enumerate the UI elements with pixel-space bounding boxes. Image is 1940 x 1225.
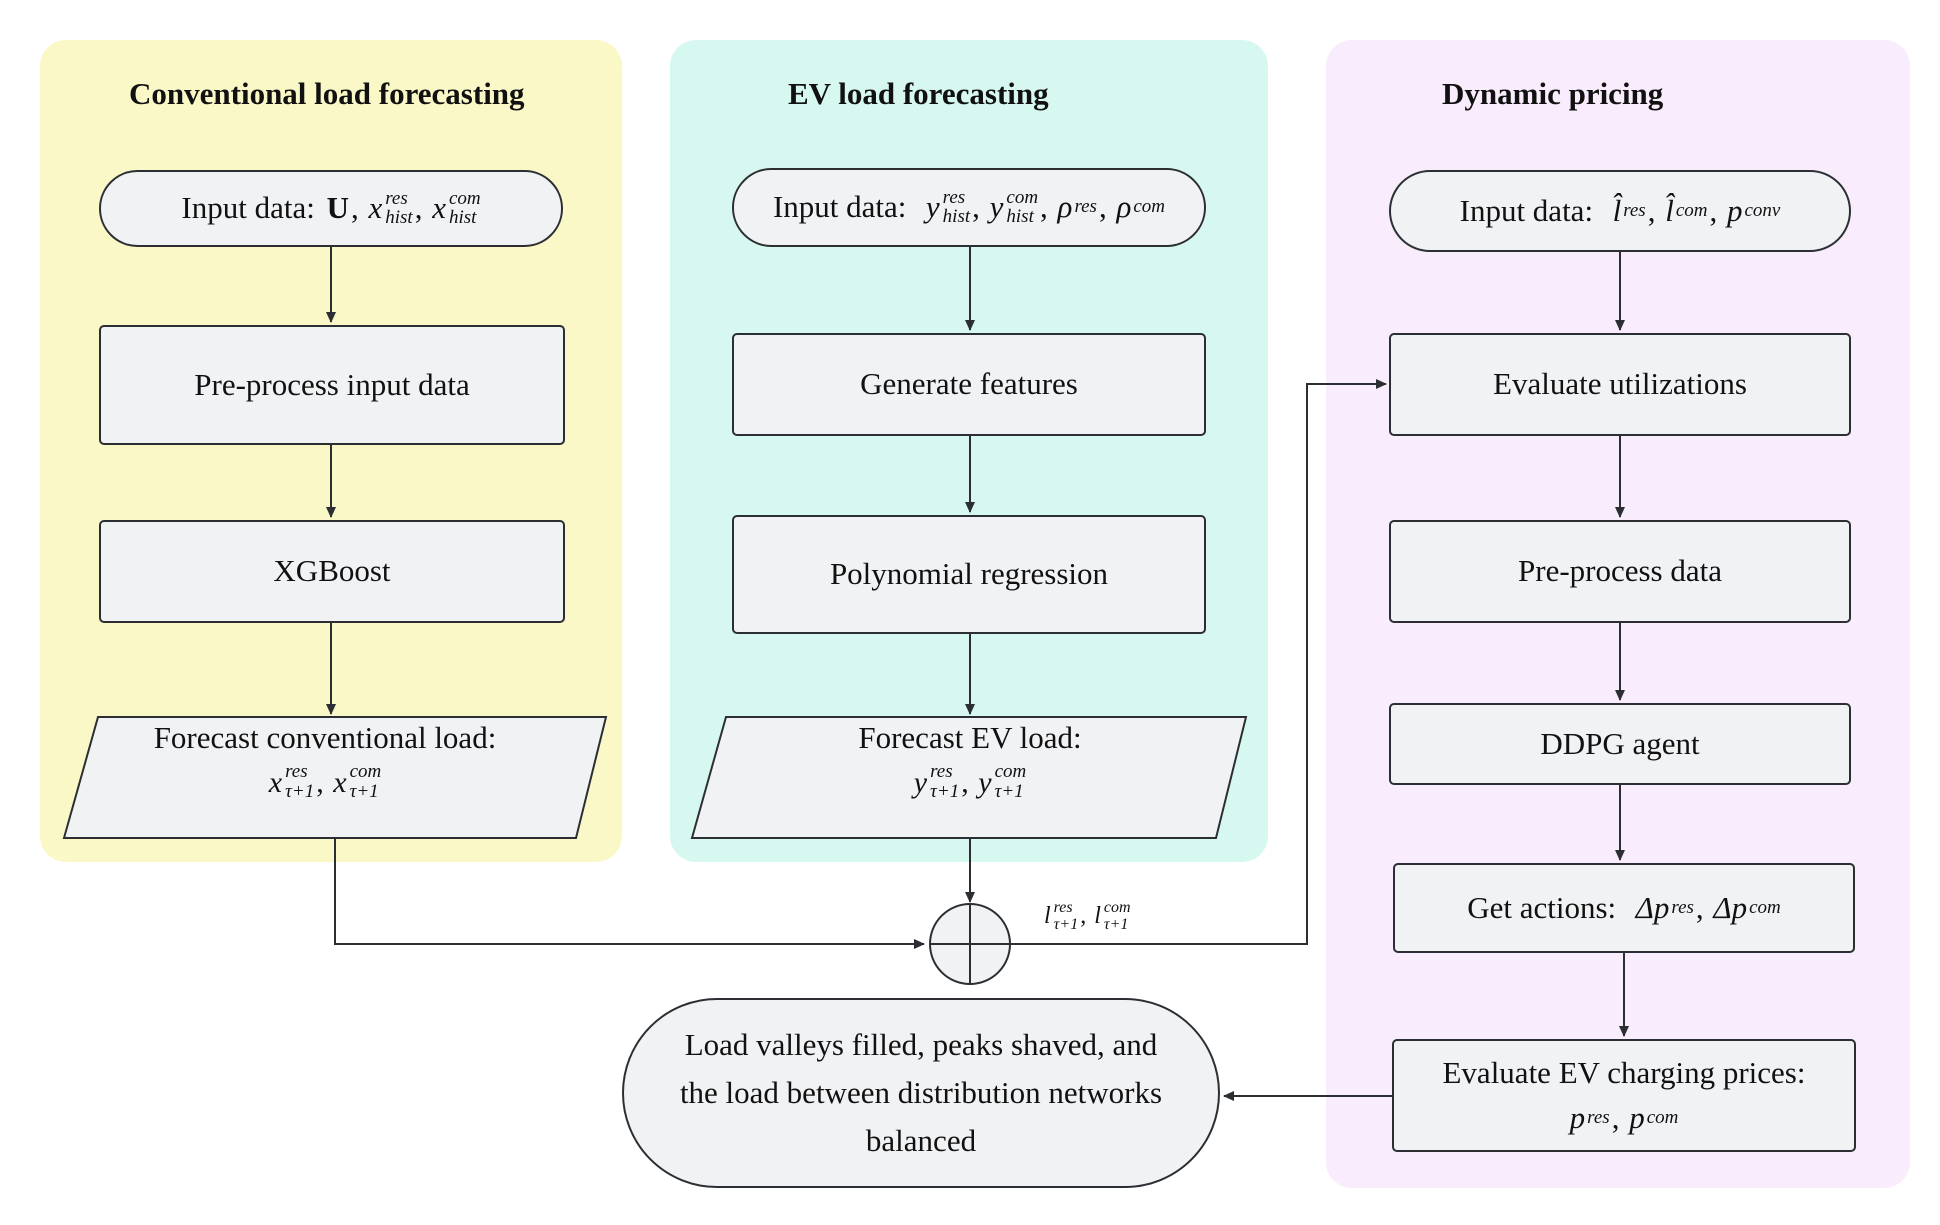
ev-forecast-shape <box>690 716 1248 839</box>
ev-forecast-sup-com: com <box>994 761 1027 783</box>
ev-forecast-y-res: y <box>913 765 928 799</box>
conv-forecast-label: Forecast conventional load: <box>153 720 497 755</box>
ev-input-sub-res: hist <box>942 206 971 228</box>
dyn-preprocess-box: Pre-process data <box>1389 520 1851 623</box>
actions-label: Get actions: <box>1467 889 1617 925</box>
conv-forecast-sub-com: τ+1 <box>349 781 379 803</box>
actions-delta-res: Δp <box>1635 889 1670 925</box>
conv-input-u: U <box>326 190 349 226</box>
dyn-input-l-res: l̂ <box>1612 192 1622 228</box>
arrow-conv-forecast-to-sum <box>334 838 925 949</box>
conv-preprocess-box: Pre-process input data <box>99 325 565 445</box>
prices-label: Evaluate EV charging prices: <box>1442 1054 1806 1090</box>
ev-forecast-y-com: y <box>978 765 992 799</box>
arrow-sum-to-utilizations <box>1010 379 1387 945</box>
sum-sub-res: τ+1 <box>1053 915 1079 933</box>
prices-p-res: p <box>1569 1099 1586 1135</box>
ev-input-sup-com: com <box>1006 186 1039 208</box>
conv-input-x-res: x <box>368 190 383 226</box>
evaluate-utilizations-box: Evaluate utilizations <box>1389 333 1851 436</box>
ev-input-y-com: y <box>989 189 1004 225</box>
final-line-3: balanced <box>865 1123 977 1159</box>
conv-forecast-shape <box>62 716 608 839</box>
sum-sub-com: τ+1 <box>1103 915 1129 933</box>
conv-input-sup-res: res <box>385 187 408 209</box>
sum-sup-com: com <box>1103 899 1131 916</box>
dyn-input-p-conv: p <box>1727 192 1743 228</box>
generate-features-box: Generate features <box>732 333 1206 436</box>
ev-input-sub-com: hist <box>1006 206 1034 228</box>
conv-forecast-x-res: x <box>268 765 283 799</box>
ev-forecast-sub-com: τ+1 <box>994 781 1024 803</box>
sum-l-com: l <box>1094 903 1101 930</box>
conv-forecast-sup-res: res <box>285 761 308 783</box>
ev-input-y-res: y <box>925 189 940 225</box>
conv-forecast-sup-com: com <box>349 761 382 783</box>
final-outcome-box: Load valleys filled, peaks shaved, and t… <box>622 998 1220 1188</box>
conv-input-label: Input data: <box>181 190 315 226</box>
ev-input-label: Input data: <box>772 189 907 225</box>
dyn-input-label: Input data: <box>1459 192 1594 228</box>
sum-l-res: l <box>1044 903 1051 930</box>
final-line-1: Load valleys filled, peaks shaved, and <box>684 1026 1158 1062</box>
ddpg-agent-box: DDPG agent <box>1389 703 1851 785</box>
xgboost-box: XGBoost <box>99 520 565 623</box>
ev-panel-title: EV load forecasting <box>788 76 1049 111</box>
dyn-input-l-com: l̂ <box>1665 192 1674 228</box>
conv-forecast-sub-res: τ+1 <box>285 781 315 803</box>
conv-input-sup-com: com <box>448 187 481 209</box>
conv-input-x-com: x <box>432 190 446 226</box>
ev-forecast-sub-res: τ+1 <box>930 781 960 803</box>
polynomial-regression-box: Polynomial regression <box>732 515 1206 634</box>
conventional-panel-title: Conventional load forecasting <box>129 76 525 111</box>
dynamic-panel-title: Dynamic pricing <box>1442 76 1664 111</box>
conv-input-sub-com: hist <box>448 207 477 229</box>
ev-input-sup-res: res <box>942 186 966 208</box>
conv-forecast-x-com: x <box>333 765 347 799</box>
ev-input-rho-res: ρ <box>1057 189 1073 225</box>
final-line-2: the load between distribution networks <box>679 1074 1163 1110</box>
conv-input-sub-res: hist <box>385 207 413 229</box>
ev-input-rho-com: ρ <box>1116 189 1132 225</box>
actions-delta-com: Δp <box>1713 889 1748 925</box>
sum-sup-res: res <box>1053 899 1073 916</box>
prices-p-com: p <box>1629 1099 1645 1135</box>
ev-forecast-sup-res: res <box>930 761 953 783</box>
ev-forecast-label: Forecast EV load: <box>858 720 1082 755</box>
